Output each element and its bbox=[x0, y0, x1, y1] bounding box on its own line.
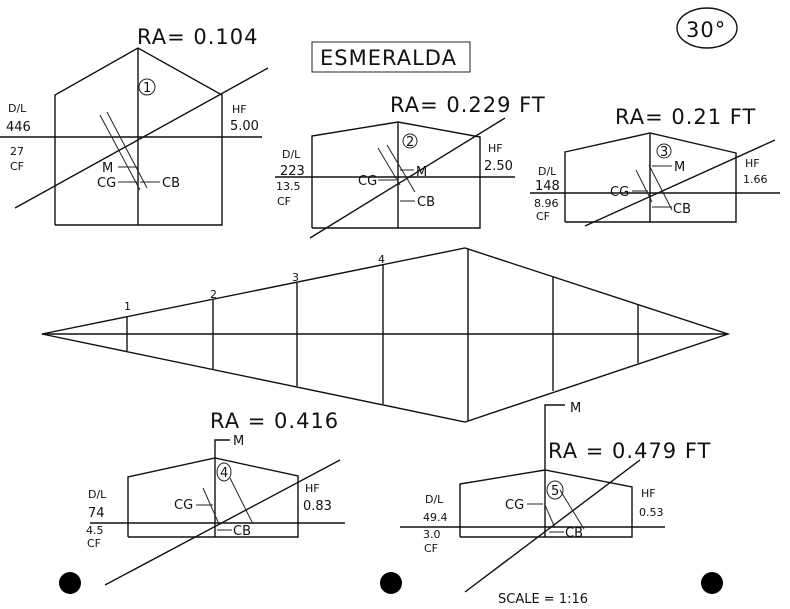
section-5-outline bbox=[459, 469, 633, 538]
section-1-number: 1 bbox=[143, 81, 151, 96]
section-2-number: 2 bbox=[406, 135, 414, 150]
section-2: RA= 0.229 FT 2 D/L 223 13.5 CF HF 2.50 M… bbox=[275, 93, 546, 239]
section-2-m: M bbox=[416, 165, 427, 180]
plan-outline bbox=[41, 247, 731, 423]
section-1-hf: 5.00 bbox=[230, 119, 259, 134]
section-2-dl-label: D/L bbox=[282, 148, 301, 161]
title: ESMERALDA bbox=[320, 46, 457, 70]
section-5-hf-label: HF bbox=[641, 487, 656, 500]
section-2-dl: 223 bbox=[280, 164, 305, 179]
section-2-heeled-waterline bbox=[309, 117, 506, 239]
section-4-dl-label: D/L bbox=[88, 488, 107, 501]
section-4-hf: 0.83 bbox=[303, 499, 332, 514]
section-3-outline bbox=[564, 132, 737, 223]
section-4-cf-label: CF bbox=[87, 537, 101, 550]
section-5: RA = 0.479 FT M 5 D/L 49.4 3.0 CF HF 0.5… bbox=[400, 401, 711, 593]
section-3: RA= 0.21 FT 3 D/L 148 8.96 CF HF 1.66 M … bbox=[530, 105, 780, 227]
section-2-cf: 13.5 bbox=[276, 180, 301, 193]
section-3-m: M bbox=[674, 160, 685, 175]
section-3-cf: 8.96 bbox=[534, 197, 559, 210]
section-4-cg: CG bbox=[174, 498, 193, 513]
punch-hole bbox=[380, 572, 402, 594]
section-3-heeled-waterline bbox=[584, 139, 776, 227]
header: ESMERALDA 30° bbox=[311, 7, 738, 73]
section-5-cb: CB bbox=[565, 526, 583, 541]
scale-label: SCALE = 1:16 bbox=[498, 592, 588, 607]
section-1: RA= 0.104 1 D/L 446 27 CF HF 5.00 M CG C… bbox=[0, 25, 269, 226]
section-2-cb: CB bbox=[417, 195, 435, 210]
punch-hole bbox=[59, 572, 81, 594]
section-2-hf: 2.50 bbox=[484, 159, 513, 174]
plan-view: 1 2 3 4 bbox=[41, 247, 731, 423]
section-4-cb: CB bbox=[233, 524, 251, 539]
section-5-dl: 49.4 bbox=[423, 511, 448, 524]
heel-angle: 30° bbox=[686, 18, 726, 42]
section-1-outline bbox=[54, 47, 223, 226]
station-label: 1 bbox=[124, 300, 131, 313]
section-2-ra: RA= 0.229 FT bbox=[390, 93, 546, 117]
section-3-cf-label: CF bbox=[536, 210, 550, 223]
section-4-ra: RA = 0.416 bbox=[210, 409, 339, 433]
section-5-cf-label: CF bbox=[424, 542, 438, 555]
section-1-number-circle bbox=[138, 78, 156, 96]
section-5-cg: CG bbox=[505, 498, 524, 513]
section-4-cf: 4.5 bbox=[86, 524, 104, 537]
section-5-ra: RA = 0.479 FT bbox=[548, 439, 711, 463]
section-4-m: M bbox=[233, 434, 244, 449]
station-label: 2 bbox=[210, 288, 217, 301]
section-2-hf-label: HF bbox=[488, 142, 503, 155]
section-4-hf-label: HF bbox=[305, 482, 320, 495]
section-5-cf: 3.0 bbox=[423, 528, 441, 541]
section-1-dl: 446 bbox=[6, 120, 31, 135]
section-3-cb: CB bbox=[673, 202, 691, 217]
section-1-hf-label: HF bbox=[232, 103, 247, 116]
section-2-outline bbox=[311, 121, 481, 229]
section-3-dl-label: D/L bbox=[538, 165, 557, 178]
punch-hole bbox=[701, 572, 723, 594]
section-4-dl: 74 bbox=[88, 506, 105, 521]
heel-angle-ellipse bbox=[676, 7, 738, 49]
title-box bbox=[311, 41, 471, 73]
section-4: RA = 0.416 M 4 D/L 74 4.5 CF HF 0.83 CG … bbox=[86, 409, 345, 586]
section-1-cg: CG bbox=[97, 176, 116, 191]
section-1-heeled-waterline bbox=[14, 67, 269, 209]
section-3-hf: 1.66 bbox=[743, 173, 768, 186]
section-1-ra: RA= 0.104 bbox=[137, 25, 259, 49]
station-label: 3 bbox=[292, 271, 299, 284]
section-1-cb: CB bbox=[162, 176, 180, 191]
section-3-dl: 148 bbox=[535, 179, 560, 194]
section-3-ra: RA= 0.21 FT bbox=[615, 105, 756, 129]
section-5-m: M bbox=[570, 401, 581, 416]
section-1-cf-label: CF bbox=[10, 160, 24, 173]
section-1-m: M bbox=[102, 161, 113, 176]
section-1-cf: 27 bbox=[10, 145, 24, 158]
station-label: 4 bbox=[378, 253, 385, 266]
section-5-heeled-waterline bbox=[464, 459, 641, 593]
section-4-number: 4 bbox=[220, 466, 228, 481]
section-3-hf-label: HF bbox=[745, 157, 760, 170]
section-4-heeled-waterline bbox=[104, 459, 341, 586]
section-5-dl-label: D/L bbox=[425, 493, 444, 506]
section-3-number: 3 bbox=[660, 145, 668, 160]
section-3-cg: CG bbox=[610, 185, 629, 200]
section-1-dl-label: D/L bbox=[8, 102, 27, 115]
section-2-cf-label: CF bbox=[277, 195, 291, 208]
section-5-number: 5 bbox=[551, 484, 559, 499]
section-2-cg: CG bbox=[358, 174, 377, 189]
section-5-hf: 0.53 bbox=[639, 506, 664, 519]
section-4-outline bbox=[127, 457, 299, 538]
